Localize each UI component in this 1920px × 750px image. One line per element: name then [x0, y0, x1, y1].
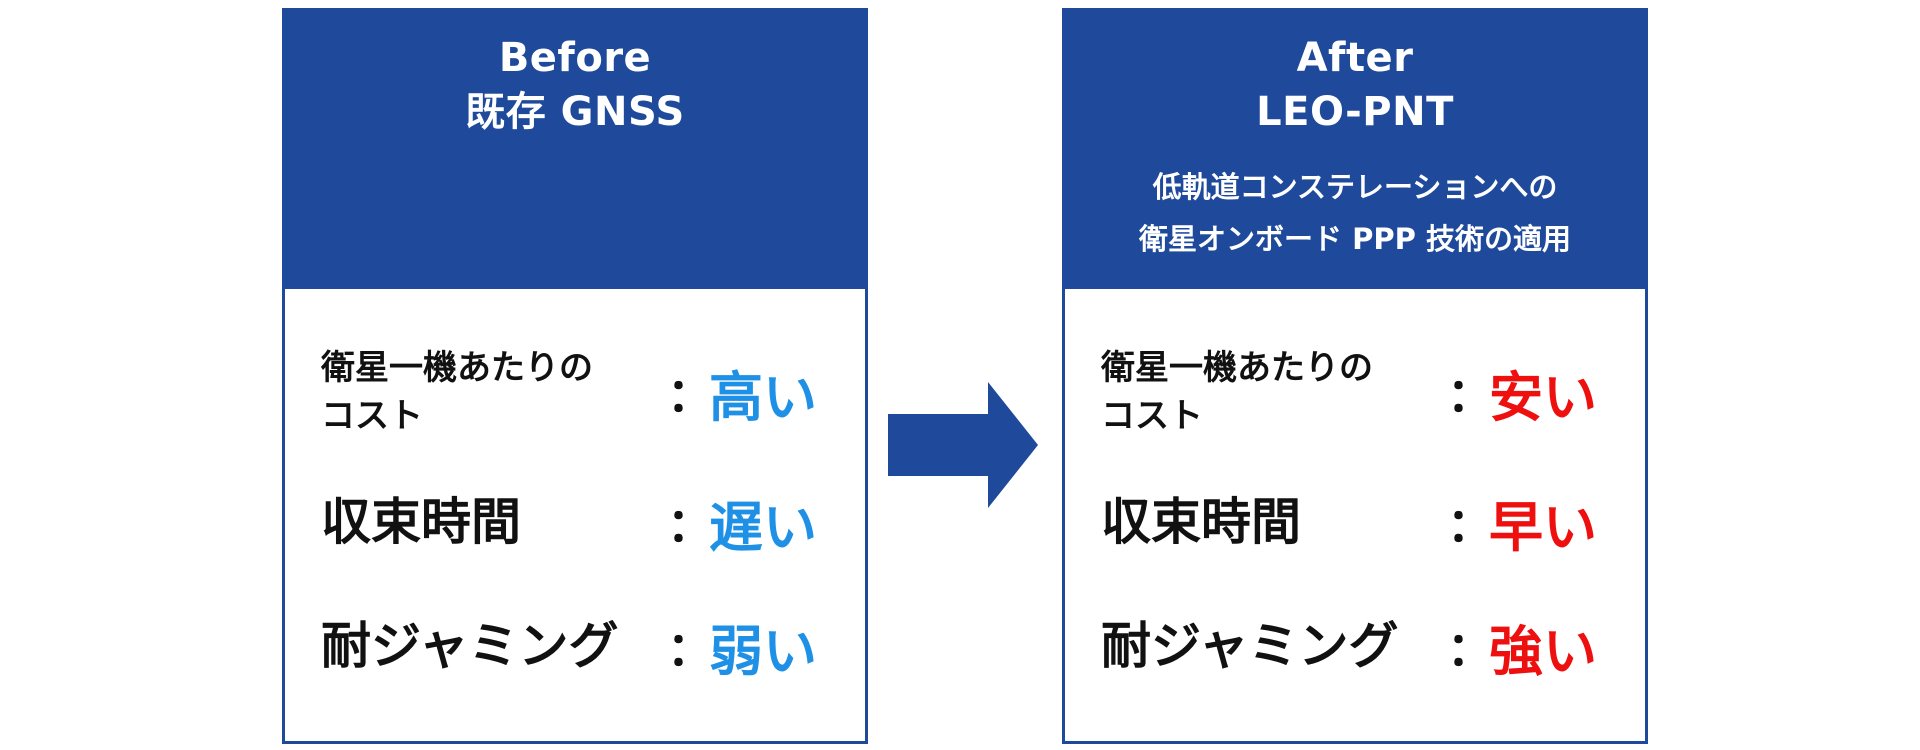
after-subtitle-line1: 低軌道コンステレーションへの [1152, 170, 1558, 204]
before-row-convergence: 収束時間 ： 遅い [321, 467, 845, 577]
before-card: Before 既存 GNSS 衛星一機あたりの コスト ： 高い 収束時間 ： … [282, 8, 868, 744]
before-jamming-value: 弱い [709, 619, 817, 683]
after-cost-label-line1: 衛星一機あたりの [1101, 348, 1373, 388]
after-card: After LEO-PNT 低軌道コンステレーションへの 衛星オンボード PPP… [1062, 8, 1648, 744]
after-cost-colon: ： [1447, 368, 1493, 422]
after-card-title: After LEO-PNT [1065, 31, 1645, 139]
before-convergence-colon: ： [667, 498, 713, 552]
before-title-line1: Before [498, 35, 652, 81]
before-cost-value: 高い [709, 365, 817, 429]
before-cost-label-line2: コスト [321, 396, 423, 436]
after-row-cost: 衛星一機あたりの コスト ： 安い [1101, 337, 1625, 447]
before-row-cost: 衛星一機あたりの コスト ： 高い [321, 337, 845, 447]
after-subtitle-line2: 衛星オンボード PPP 技術の適用 [1139, 222, 1571, 256]
before-convergence-label: 収束時間 [321, 493, 521, 551]
before-cost-label-line1: 衛星一機あたりの [321, 348, 593, 388]
before-rows: 衛星一機あたりの コスト ： 高い 収束時間 ： 遅い 耐ジャミング ： 弱い [285, 289, 865, 741]
after-title-line2: LEO-PNT [1256, 89, 1454, 135]
after-card-subtitle: 低軌道コンステレーションへの 衛星オンボード PPP 技術の適用 [1065, 161, 1645, 265]
before-convergence-value: 遅い [709, 495, 817, 559]
after-rows: 衛星一機あたりの コスト ： 安い 収束時間 ： 早い 耐ジャミング ： 強い [1065, 289, 1645, 741]
after-row-convergence: 収束時間 ： 早い [1101, 467, 1625, 577]
before-card-header: Before 既存 GNSS [285, 11, 865, 289]
before-row-cost-label: 衛星一機あたりの コスト [321, 337, 661, 447]
right-arrow-icon [888, 382, 1038, 508]
after-title-line1: After [1296, 35, 1414, 81]
after-jamming-value: 強い [1489, 619, 1597, 683]
before-row-jamming: 耐ジャミング ： 弱い [321, 591, 845, 701]
after-cost-value: 安い [1489, 365, 1597, 429]
after-row-cost-label: 衛星一機あたりの コスト [1101, 337, 1441, 447]
after-jamming-colon: ： [1447, 622, 1493, 676]
after-convergence-value: 早い [1489, 495, 1597, 559]
after-convergence-colon: ： [1447, 498, 1493, 552]
before-cost-colon: ： [667, 368, 713, 422]
after-row-jamming: 耐ジャミング ： 強い [1101, 591, 1625, 701]
after-card-header: After LEO-PNT 低軌道コンステレーションへの 衛星オンボード PPP… [1065, 11, 1645, 289]
after-cost-label-line2: コスト [1101, 396, 1203, 436]
before-jamming-label: 耐ジャミング [321, 617, 619, 675]
before-title-line2: 既存 GNSS [465, 89, 685, 135]
after-jamming-label: 耐ジャミング [1101, 617, 1399, 675]
before-card-title: Before 既存 GNSS [285, 31, 865, 139]
before-jamming-colon: ： [667, 622, 713, 676]
after-convergence-label: 収束時間 [1101, 493, 1301, 551]
